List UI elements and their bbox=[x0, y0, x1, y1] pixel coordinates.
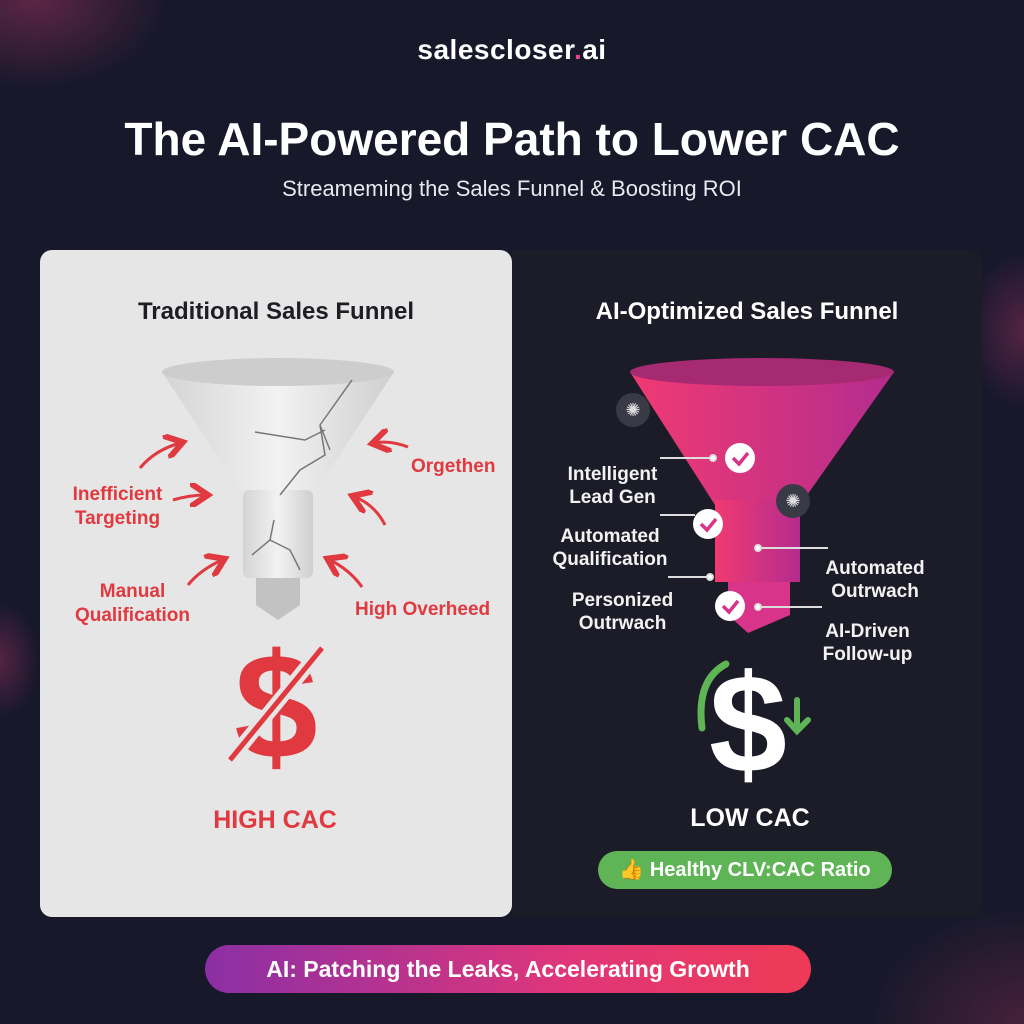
healthy-ratio-badge: 👍 Healthy CLV:CAC Ratio bbox=[598, 851, 892, 889]
logo-dot: . bbox=[573, 34, 583, 65]
label-personized-outrwach: Personized Outrwach bbox=[571, 590, 674, 634]
page-subtitle: Streameming the Sales Funnel & Boosting … bbox=[282, 176, 742, 201]
low-cac-label: LOW CAC bbox=[690, 804, 810, 832]
dollar-down-icon: $ bbox=[697, 645, 811, 802]
logo-tld: ai bbox=[582, 34, 607, 65]
dollar-crossed-icon: $ bbox=[224, 622, 328, 790]
label-automated-qualification: Automated Qualification bbox=[552, 526, 668, 570]
traditional-funnel bbox=[138, 358, 409, 620]
bg-glow bbox=[864, 904, 1024, 1024]
logo-name: salescloser bbox=[417, 34, 574, 65]
label-ai-driven-follow-up: AI-Driven Follow-up bbox=[822, 621, 913, 665]
bg-glow bbox=[0, 600, 40, 720]
tagline-banner: AI: Patching the Leaks, Accelerating Gro… bbox=[205, 945, 811, 993]
bg-glow bbox=[0, 0, 170, 90]
label-high-overheed: High Overheed bbox=[355, 599, 491, 620]
svg-text:$: $ bbox=[709, 645, 787, 802]
label-inefficient-targeting: Inefficient Targeting bbox=[72, 484, 163, 529]
page-title: The AI-Powered Path to Lower CAC bbox=[124, 113, 900, 165]
label-intelligent-lead-gen: Intelligent Lead Gen bbox=[567, 464, 658, 508]
ai-funnel: ✺✺ bbox=[616, 358, 894, 633]
red-arrows bbox=[138, 442, 409, 588]
ai-funnel-title: AI-Optimized Sales Funnel bbox=[595, 298, 899, 325]
label-orgethen: Orgethen bbox=[411, 456, 496, 477]
svg-text:✺: ✺ bbox=[625, 400, 640, 420]
label-manual-qualification: Manual Qualification bbox=[74, 581, 191, 626]
brand-logo: salescloser.ai bbox=[0, 34, 1024, 66]
label-automated-outrwach: Automated Outrwach bbox=[825, 558, 925, 602]
svg-text:✺: ✺ bbox=[785, 491, 800, 511]
high-cac-label: HIGH CAC bbox=[213, 806, 337, 834]
crack-lines bbox=[251, 379, 353, 571]
thumbs-up-icon: 👍 bbox=[619, 859, 650, 881]
traditional-funnel-title: Traditional Sales Funnel bbox=[137, 298, 415, 325]
badge-text: Healthy CLV:CAC Ratio bbox=[649, 859, 871, 881]
